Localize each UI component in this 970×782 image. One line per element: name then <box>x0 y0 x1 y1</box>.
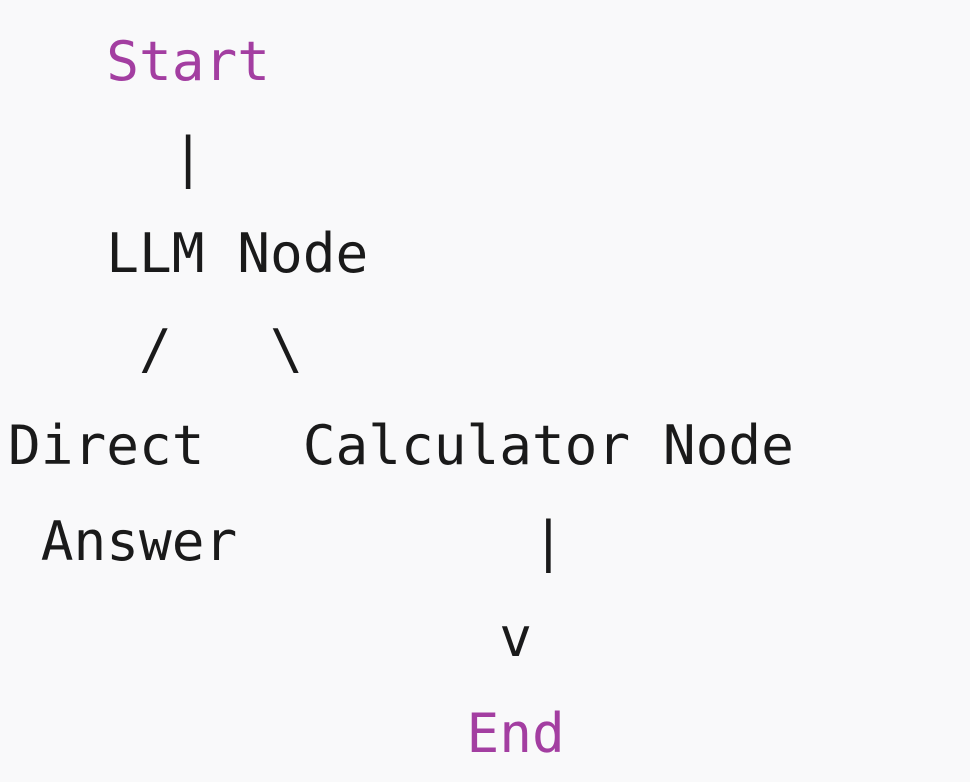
diagram-line-arrow: v <box>8 590 532 686</box>
llm-node-label: LLM Node <box>106 222 369 285</box>
end-node-label: End <box>466 702 565 765</box>
direct-and-calculator-labels: Direct Calculator Node <box>8 414 794 477</box>
vertical-connector: | <box>171 126 205 189</box>
diagram-line-connector: | <box>8 110 205 206</box>
start-node-label: Start <box>106 30 270 93</box>
branch-connector: / \ <box>138 318 303 381</box>
diagram-line-branch: / \ <box>8 302 303 398</box>
diagram-line-start: Start <box>8 14 270 110</box>
diagram-line-end: End <box>8 686 565 782</box>
arrow-head: v <box>499 606 532 669</box>
answer-label-and-connector: Answer | <box>40 510 565 573</box>
diagram-line-leaves: Direct Calculator Node <box>8 398 794 494</box>
diagram-line-answer: Answer | <box>8 494 565 590</box>
diagram-line-llm-node: LLM Node <box>8 206 368 302</box>
